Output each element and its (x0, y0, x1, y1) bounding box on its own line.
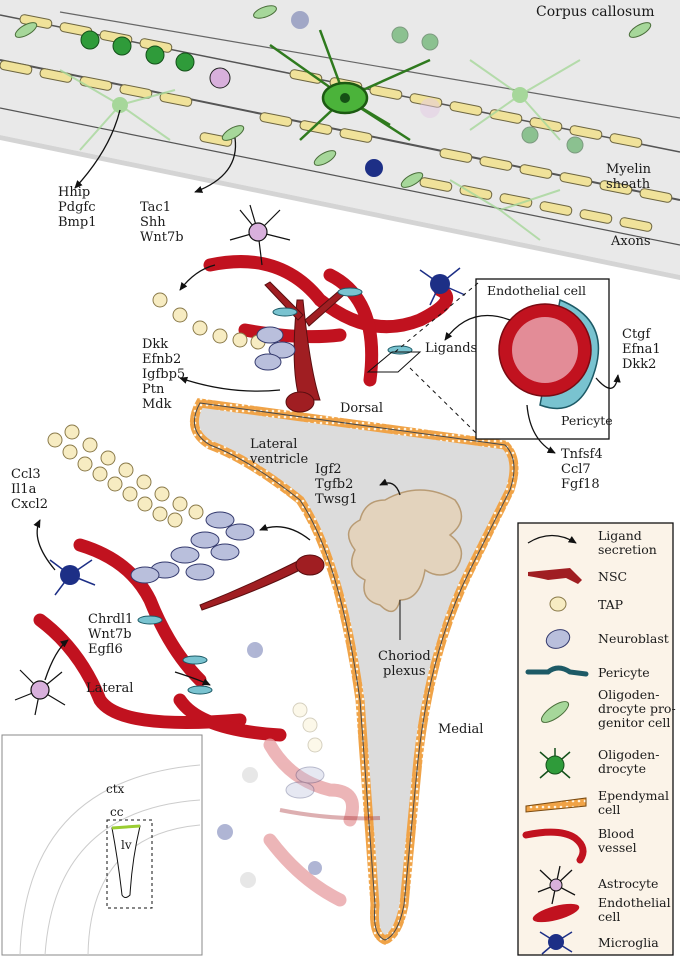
pericyte-gene-list: Ctgf Efna1 Dkk2 (622, 327, 661, 372)
neuroblast-cells (130, 326, 296, 584)
legend-label-ligand: Ligand secretion (598, 528, 657, 557)
lateral-ventricle (189, 398, 519, 945)
medial-label: Medial (438, 722, 484, 737)
ligand-arrow-icon (527, 534, 577, 544)
legend-icons (522, 534, 589, 955)
corpus-callosum-region (0, 0, 680, 280)
legend-label-neuroblast: Neuroblast (598, 631, 669, 646)
corpus-callosum-label: Corpus callosum (536, 4, 655, 20)
endothelial-icon (532, 903, 580, 923)
legend-label-microglia: Microglia (598, 935, 659, 950)
legend-label-ependymal: Ependymal cell (598, 788, 669, 817)
endothelial-gene-list: Tnfsf4 Ccl7 Fgf18 (561, 447, 603, 492)
legend-label-tap: TAP (598, 597, 624, 612)
astro-gene-list: Chrdl1 Wnt7b Egfl6 (88, 612, 134, 657)
microglia-cells (49, 267, 466, 596)
legend-label-endothelial: Endothelial cell (598, 895, 671, 924)
endothelial-inset (475, 278, 610, 440)
pericyte-label: Pericyte (561, 413, 613, 428)
endothelial-cell-label: Endothelial cell (487, 283, 586, 298)
microglia-gene-list: Ccl3 Il1a Cxcl2 (11, 467, 48, 512)
nsc-icon (528, 568, 582, 584)
orientation-inset (1, 734, 203, 956)
cc-gene-list: Tac1 Shh Wnt7b (140, 200, 184, 245)
lateral-label: Lateral (86, 681, 134, 696)
legend-box (517, 522, 674, 956)
choroid-plexus-label: Choriod plexus (378, 649, 431, 679)
microglia-icon (539, 931, 573, 955)
legend-label-astrocyte: Astrocyte (598, 876, 659, 891)
tap-cells (47, 292, 266, 528)
inset-cc-label: cc (110, 805, 124, 819)
dorsal-label: Dorsal (340, 401, 384, 416)
astrocyte-icon (537, 865, 576, 905)
neuroblast-icon (545, 629, 571, 649)
legend-label-blood-vessel: Blood vessel (598, 826, 637, 855)
choroid-gene-list: Igf2 Tgfb2 Twsg1 (315, 462, 358, 507)
legend-label-nsc: NSC (598, 569, 628, 584)
niche-gene-list: Dkk Efnb2 Igfbp5 Ptn Mdk (142, 337, 186, 412)
inset-lv-label: lv (121, 838, 132, 852)
lateral-ventricle-label: Lateral ventricle (250, 437, 309, 467)
opc-cell (269, 29, 431, 142)
tap-icon (549, 596, 567, 612)
legend-label-opc: Oligoden- drocyte pro- genitor cell (598, 687, 676, 730)
inset-ctx-label: ctx (106, 782, 125, 796)
astrocytes (14, 204, 291, 716)
ligands-label: Ligands (425, 341, 478, 356)
blood-vessel-icon (522, 828, 587, 864)
legend-label-oligodendrocyte: Oligoden- drocyte (598, 747, 660, 776)
opc-icon (540, 701, 570, 723)
myelin-sheath-label: Myelin sheath (606, 162, 652, 192)
opc-gene-list: Hhip Pdgfc Bmp1 (58, 185, 97, 230)
microglia-cc (291, 11, 383, 177)
ependymal-icon (525, 797, 587, 813)
pericyte-cells (137, 287, 413, 695)
oligodendrocyte-icon (539, 748, 571, 779)
axons-label: Axons (611, 234, 651, 249)
pericyte-icon (525, 665, 589, 677)
oligodendrocyte-cluster (80, 26, 584, 154)
legend-label-pericyte: Pericyte (598, 665, 650, 680)
